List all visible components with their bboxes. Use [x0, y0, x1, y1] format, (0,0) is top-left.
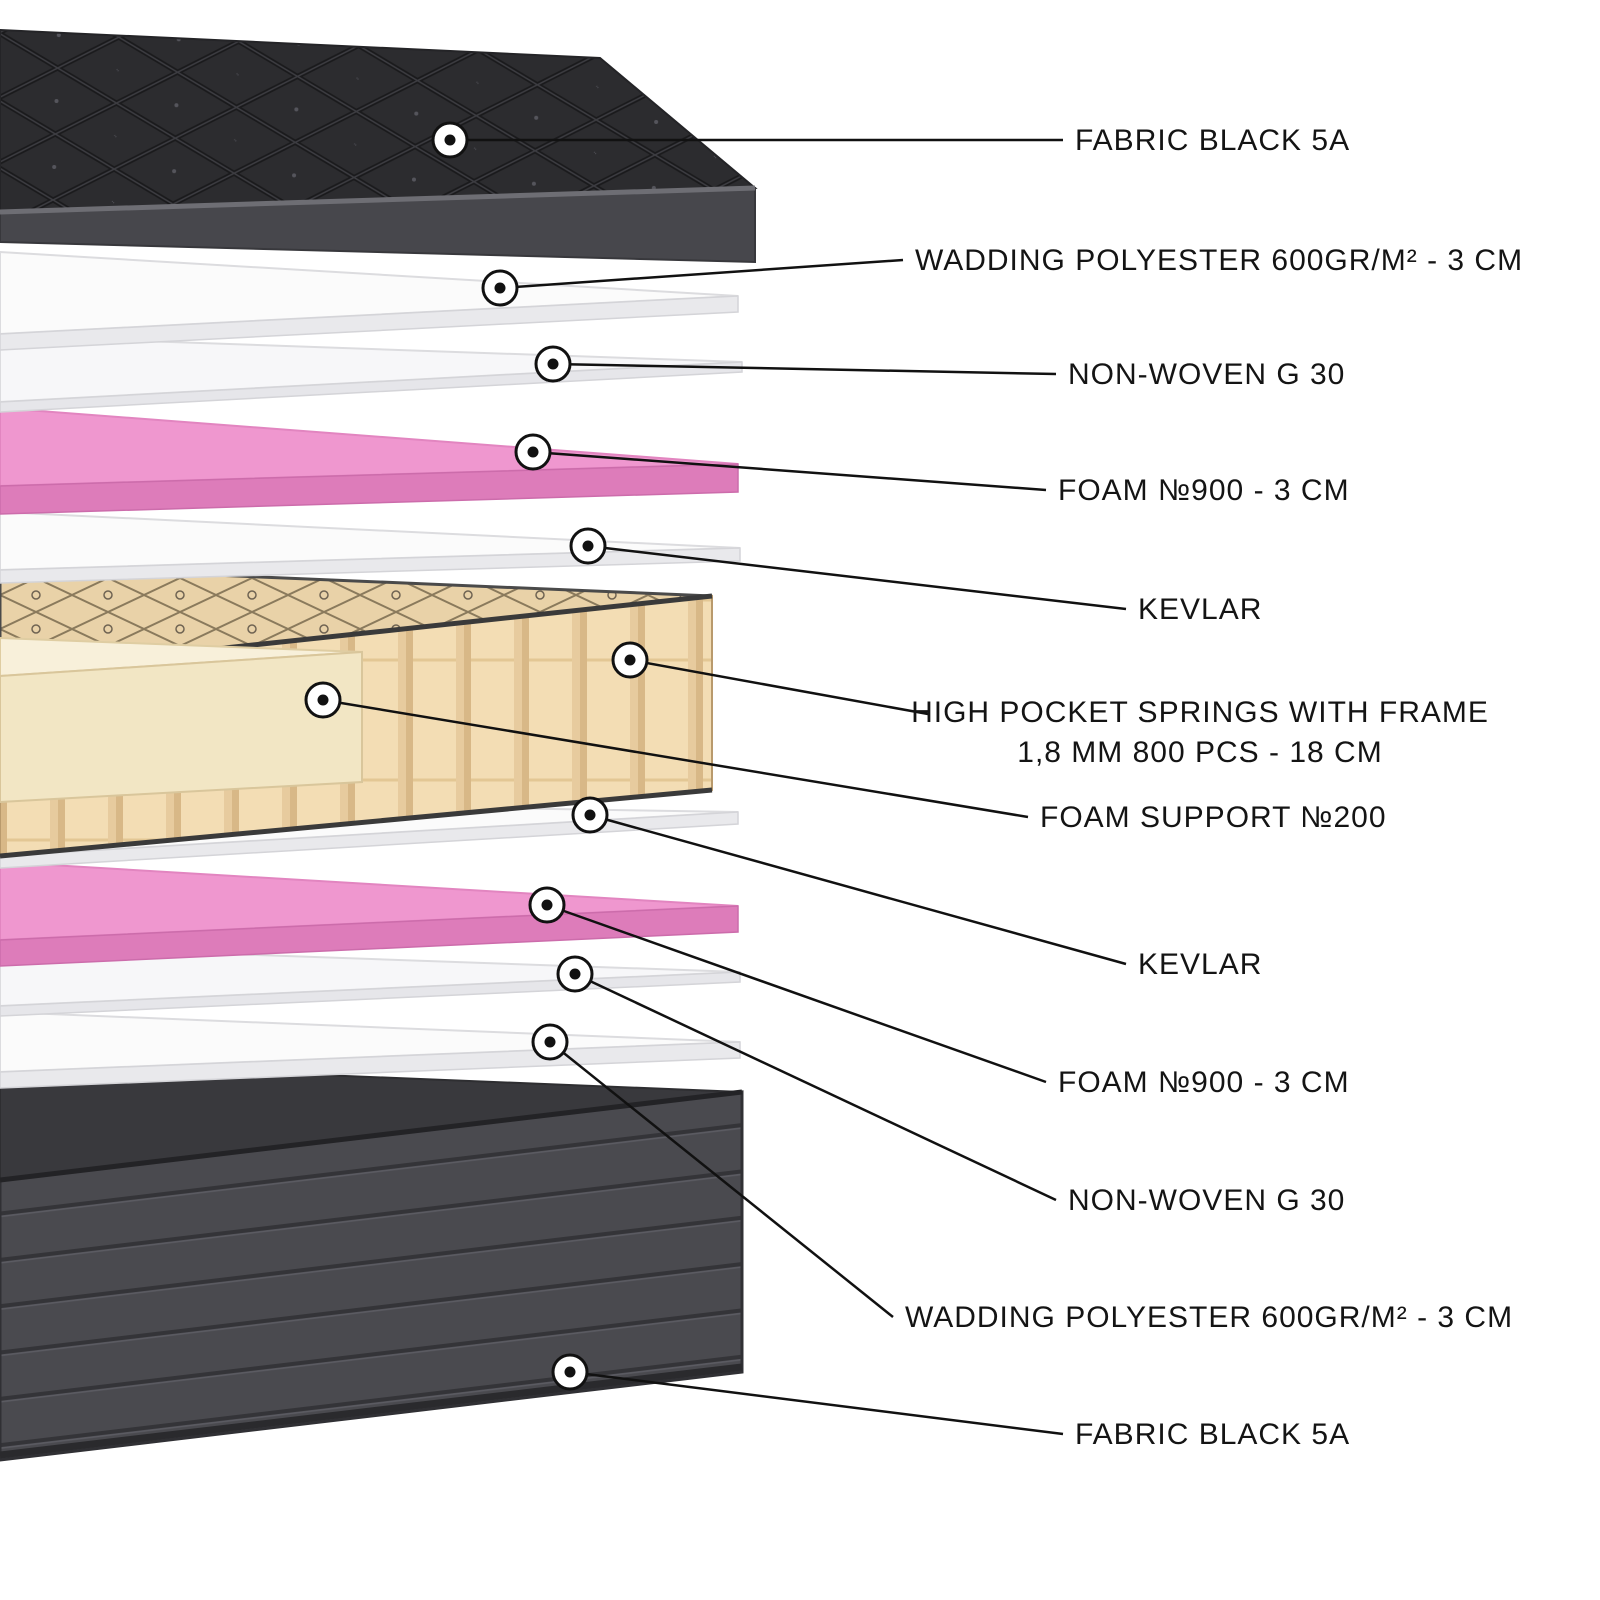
nonwoven-bottom-front-face: [0, 971, 741, 1017]
layer-nonwoven-bottom: [0, 944, 741, 1017]
layer-kevlar-top: [0, 510, 741, 584]
callout-marker-fabric-top: [431, 121, 469, 159]
kevlar-bottom-front-face: [0, 811, 739, 869]
layer-wadding-top: [0, 250, 739, 351]
label-kevlar-bottom: KEVLAR: [1138, 948, 1262, 981]
callout-labels: FABRIC BLACK 5A WADDING POLYESTER 600GR/…: [905, 124, 1523, 1451]
foam-support-front-face: [0, 650, 363, 804]
fabric-top-top-face: [0, 28, 758, 214]
callout-line-foam-bottom: [546, 903, 1047, 1084]
callout-line-nonwoven-top: [552, 362, 1057, 376]
callout-marker-wadding-top: [481, 269, 519, 307]
callout-marker-kevlar-top: [569, 527, 607, 565]
callout-marker-foam-bottom: [528, 886, 566, 924]
layer-nonwoven-top: [0, 334, 743, 413]
label-nonwoven-top: NON-WOVEN G 30: [1068, 358, 1345, 391]
callout-marker-wadding-bottom: [531, 1023, 569, 1061]
label-wadding-bottom: WADDING POLYESTER 600GR/M² - 3 CM: [905, 1301, 1513, 1334]
foam-top-front-face: [0, 463, 739, 515]
fabric-bottom-bottom-line: [0, 1363, 743, 1459]
callout-line-kevlar-top: [587, 544, 1127, 611]
callout-line-foam-top: [532, 450, 1047, 492]
label-foam-top: FOAM №900 - 3 CM: [1058, 474, 1350, 507]
callout-line-fabric-bottom: [569, 1370, 1064, 1436]
label-foam-support: FOAM SUPPORT №200: [1040, 801, 1387, 834]
callout-marker-fabric-bottom: [551, 1353, 589, 1391]
label-nonwoven-bottom: NON-WOVEN G 30: [1068, 1184, 1345, 1217]
label-fabric-bottom: FABRIC BLACK 5A: [1075, 1418, 1350, 1451]
layer-fabric-top: [0, 28, 758, 264]
callout-line-kevlar-bottom: [589, 813, 1127, 966]
label-foam-bottom: FOAM №900 - 3 CM: [1058, 1066, 1350, 1099]
kevlar-top-front-face: [0, 547, 741, 584]
callout-marker-nonwoven-top: [534, 345, 572, 383]
label-fabric-top: FABRIC BLACK 5A: [1075, 124, 1350, 157]
label-wadding-top: WADDING POLYESTER 600GR/M² - 3 CM: [915, 244, 1523, 277]
layer-fabric-bottom: [0, 1060, 744, 1462]
layer-foam-bottom: [0, 860, 739, 967]
label-springs-line2: 1,8 MM 800 PCS - 18 CM: [1017, 736, 1382, 769]
fabric-top-binding-line: [0, 185, 756, 215]
wadding-top-front-face: [0, 295, 739, 351]
layer-foam-top: [0, 406, 739, 515]
label-kevlar-top: KEVLAR: [1138, 593, 1262, 626]
callout-lines: [322, 138, 1127, 1436]
callout-marker-nonwoven-bottom: [556, 955, 594, 993]
callout-markers: [304, 121, 649, 1391]
callout-marker-foam-support: [304, 681, 342, 719]
layer-foam-support: [0, 636, 363, 804]
fabric-bottom-edge-line: [0, 1089, 743, 1183]
callout-marker-foam-top: [514, 433, 552, 471]
callout-line-nonwoven-bottom: [574, 972, 1057, 1202]
callout-line-foam-support: [322, 698, 1029, 819]
callout-line-wadding-bottom: [549, 1041, 894, 1318]
callout-marker-kevlar-bottom: [571, 796, 609, 834]
callout-marker-springs: [611, 641, 649, 679]
label-springs-line1: HIGH POCKET SPRINGS WITH FRAME: [911, 696, 1489, 729]
callout-line-springs: [629, 658, 929, 716]
callout-line-wadding-top: [499, 258, 904, 290]
